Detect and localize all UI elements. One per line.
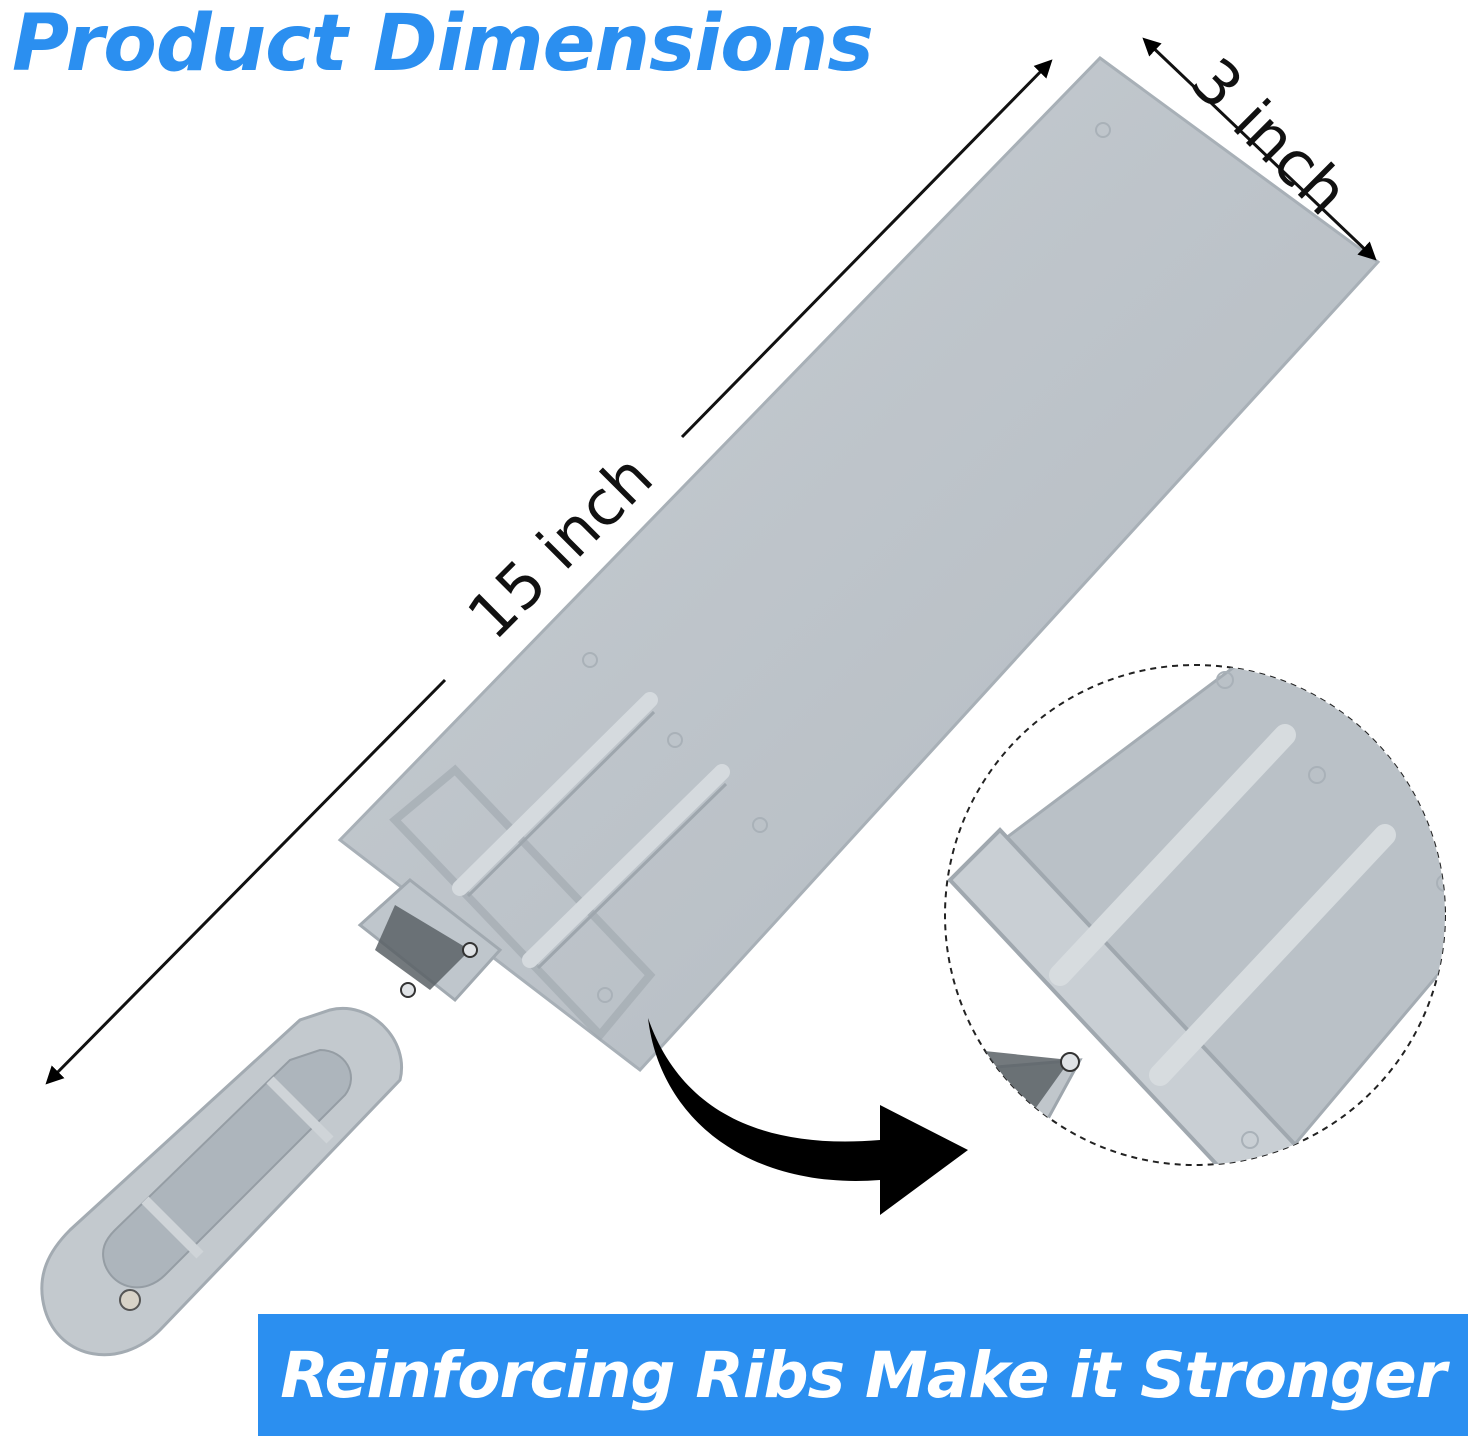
reinforcing-ribs bbox=[452, 692, 730, 970]
page-title: Product Dimensions bbox=[12, 0, 874, 89]
dimension-arrow-width bbox=[1142, 37, 1377, 261]
blade-bumps bbox=[582, 122, 1111, 1003]
dimension-arrow-length bbox=[45, 59, 1053, 1085]
callout-text: Reinforcing Ribs Make it Stronger bbox=[280, 1338, 1447, 1412]
scraper-handle bbox=[40, 1007, 403, 1357]
callout-banner: Reinforcing Ribs Make it Stronger bbox=[258, 1314, 1468, 1436]
zoom-callout bbox=[944, 664, 1446, 1166]
scraper-neck bbox=[357, 878, 503, 1003]
curved-pointer-arrow bbox=[648, 1018, 968, 1215]
